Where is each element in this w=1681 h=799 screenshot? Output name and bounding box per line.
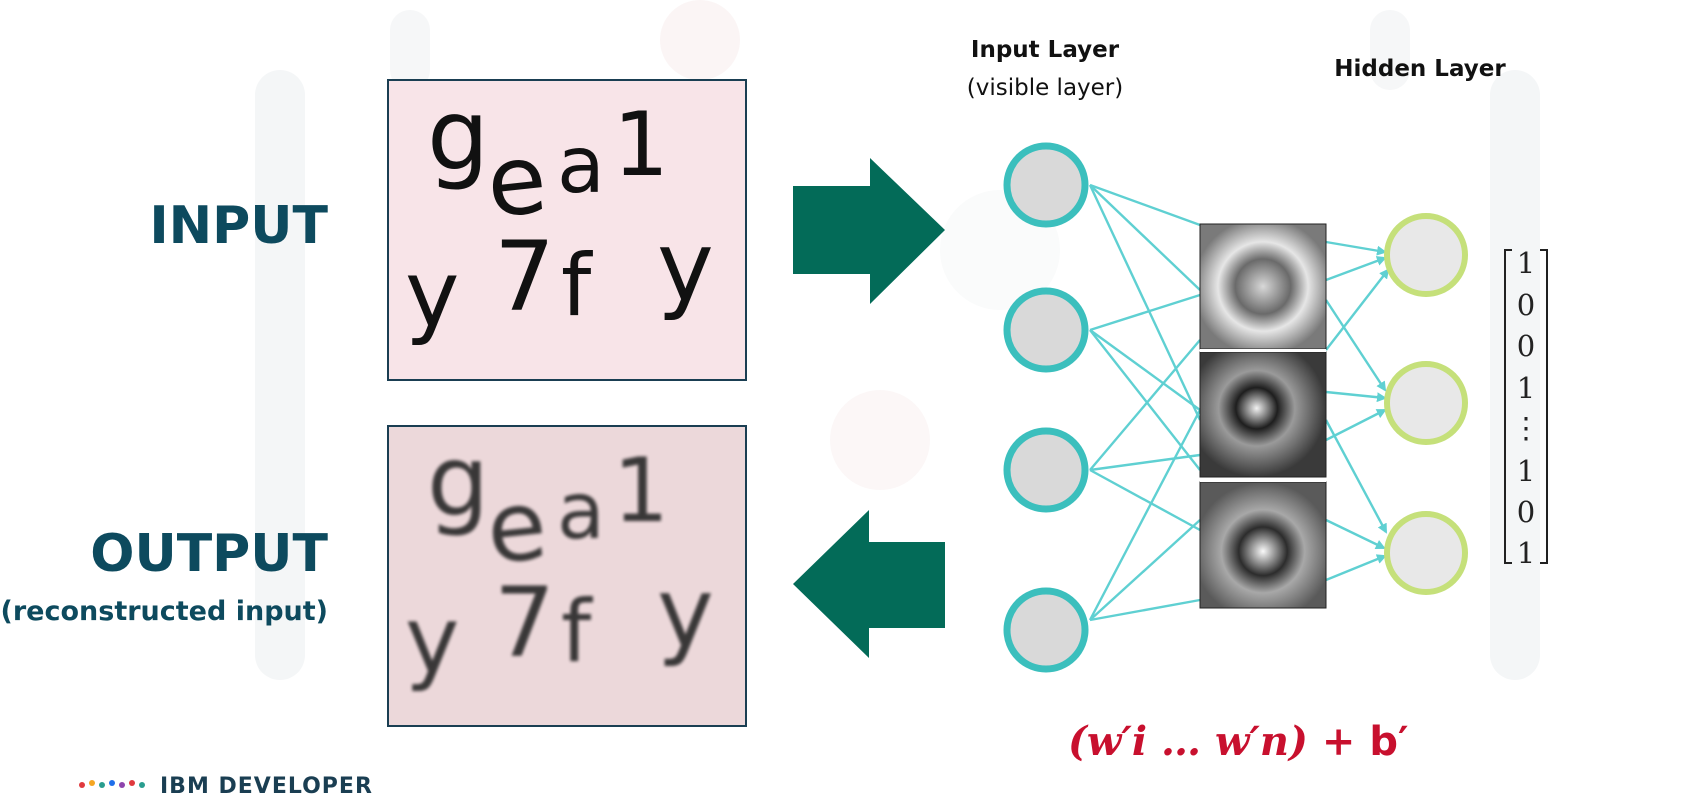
captcha-char: a xyxy=(557,467,605,557)
vector-value: 0 xyxy=(1517,288,1535,322)
hidden-node xyxy=(1384,213,1468,297)
formula-plus: + xyxy=(1307,718,1370,765)
vector-bracket-left xyxy=(1504,249,1512,564)
formula-bias: b′ xyxy=(1369,719,1409,765)
captcha-char: a xyxy=(557,121,605,211)
visible-node xyxy=(1003,142,1089,228)
encode-arrow-right xyxy=(793,158,945,304)
weight-edges-hidden xyxy=(1324,240,1390,582)
filter-thumbnail xyxy=(1199,223,1327,350)
decode-arrow-left xyxy=(793,510,945,658)
output-label: OUTPUT xyxy=(90,524,328,584)
hidden-node xyxy=(1384,511,1468,595)
vector-value: 0 xyxy=(1517,329,1535,363)
formula-weights: (w′i … w′n) xyxy=(1068,718,1308,765)
learned-filters xyxy=(1199,223,1327,609)
vector-value: 1 xyxy=(1517,454,1535,488)
captcha-char: g xyxy=(427,425,490,539)
ibm-developer-logo: IBM DEVELOPER xyxy=(160,774,373,799)
captcha-char: 1 xyxy=(613,93,669,196)
filter-thumbnail xyxy=(1199,351,1327,478)
captcha-char: f xyxy=(561,582,592,682)
ibm-logo-mark xyxy=(79,780,145,788)
captcha-char: y xyxy=(657,557,714,669)
captcha-char: 7 xyxy=(494,567,556,679)
vector-value: ⋮ xyxy=(1512,411,1541,445)
hidden-layer-title: Hidden Layer xyxy=(1334,56,1506,82)
hidden-layer-nodes xyxy=(1384,213,1468,595)
visible-node xyxy=(1003,587,1089,673)
captcha-char: f xyxy=(561,236,592,336)
vector-bracket-right xyxy=(1540,249,1548,564)
captcha-char: y xyxy=(405,241,460,348)
captcha-char: g xyxy=(427,79,490,193)
output-vector: 1 0 0 1 ⋮ 1 0 1 xyxy=(1504,246,1548,570)
output-subtitle: (reconstructed input) xyxy=(0,596,328,627)
captcha-char: y xyxy=(657,211,714,323)
visible-layer-nodes xyxy=(1003,142,1089,673)
captcha-char: y xyxy=(405,587,460,694)
weight-edges-visible xyxy=(1088,183,1202,622)
vector-value: 1 xyxy=(1517,371,1535,405)
vector-value: 0 xyxy=(1517,495,1535,529)
filter-thumbnail xyxy=(1199,481,1327,609)
output-captcha-image: g e a 1 y 7 f y xyxy=(387,425,747,727)
input-captcha-image: g e a 1 y 7 f y xyxy=(387,79,747,381)
input-label: INPUT xyxy=(149,196,328,256)
vector-value: 1 xyxy=(1517,246,1535,280)
captcha-char: 1 xyxy=(613,439,669,542)
input-layer-subtitle: (visible layer) xyxy=(966,75,1124,101)
captcha-char: 7 xyxy=(494,221,556,333)
decoder-formula: (w′i … w′n) + b′ xyxy=(1068,718,1409,765)
visible-node xyxy=(1003,287,1089,373)
vector-value: 1 xyxy=(1517,536,1535,570)
visible-node xyxy=(1003,427,1089,513)
hidden-node xyxy=(1384,361,1468,445)
input-layer-title: Input Layer xyxy=(970,37,1120,63)
